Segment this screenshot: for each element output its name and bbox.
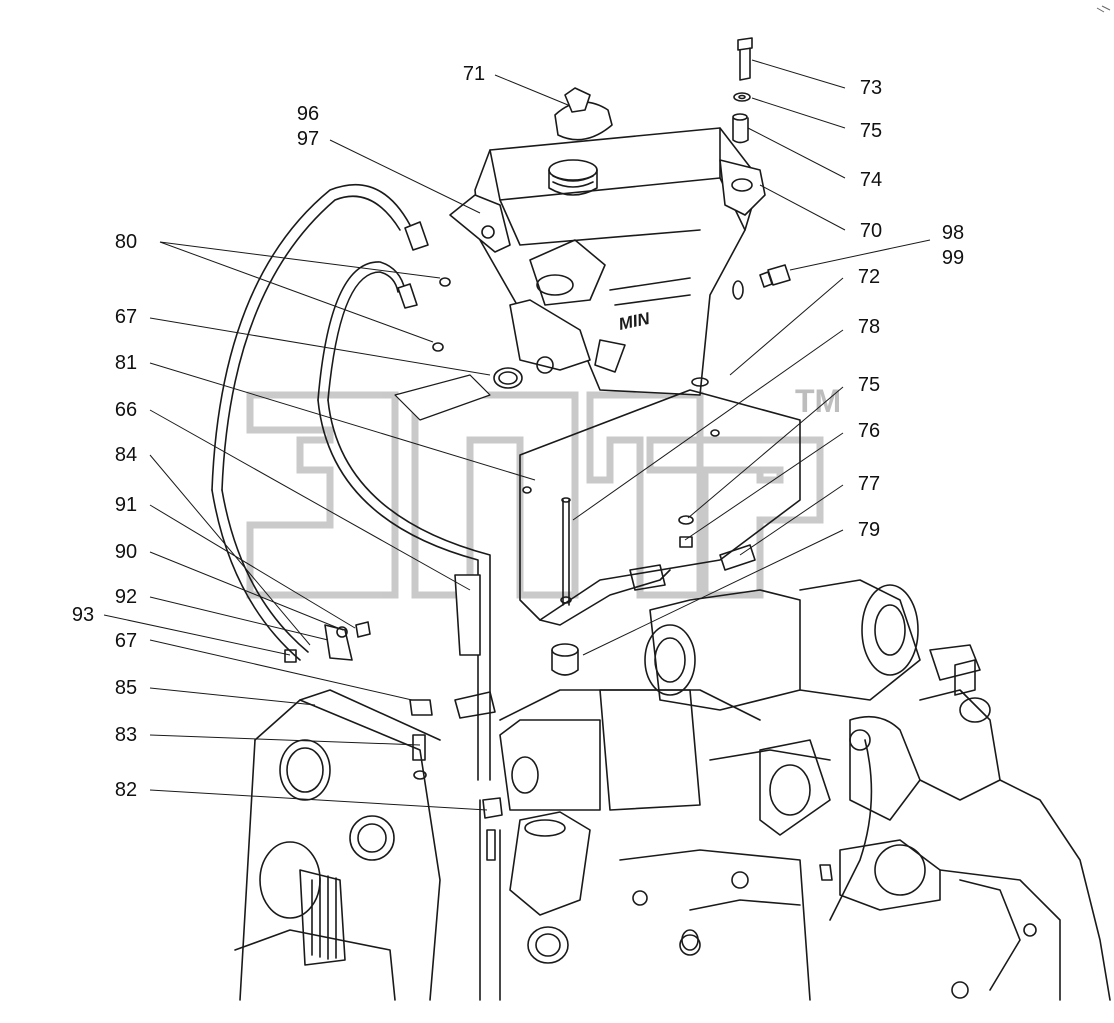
leader-lines [103,59,931,811]
callout-75: 75 [859,120,883,142]
callout-81: 81 [114,352,138,374]
callout-80: 80 [114,231,138,253]
callout-92: 92 [114,586,138,608]
engine-block [234,689,831,1001]
callout-96: 96 [296,103,320,125]
callout-77: 77 [857,473,881,495]
callout-99: 99 [941,247,965,269]
small-clamps [284,277,503,861]
callout-66: 66 [114,399,138,421]
expansion-tank: MIN [449,127,766,396]
callout-90: 90 [114,541,138,563]
callout-93: 93 [71,604,95,626]
callout-91: 91 [114,494,138,516]
turbocharger [644,579,1111,1001]
stud-assembly [551,497,694,676]
callout-74: 74 [859,169,883,191]
callout-84: 84 [114,444,138,466]
bolt-stack [732,37,753,144]
watermark-tm: TM [795,383,841,419]
hoses [211,183,523,781]
drain-plug [732,264,791,300]
callout-76: 76 [857,420,881,442]
callout-79: 79 [857,519,881,541]
watermark-letter-1 [246,391,399,599]
callout-67: 67 [114,306,138,328]
callout-97: 97 [296,128,320,150]
callout-71: 71 [462,63,486,85]
callout-67: 67 [114,630,138,652]
callout-70: 70 [859,220,883,242]
callout-85: 85 [114,677,138,699]
callout-73: 73 [859,77,883,99]
callout-83: 83 [114,724,138,746]
callout-72: 72 [857,266,881,288]
callout-98: 98 [941,222,965,244]
callout-78: 78 [857,316,881,338]
tank-bracket [519,389,801,626]
callout-75: 75 [857,374,881,396]
filler-cap [548,87,613,196]
callout-82: 82 [114,779,138,801]
watermark-letter-4 [646,436,824,599]
watermark-letter-2 [411,391,579,599]
watermark-letter-3 [586,391,704,599]
